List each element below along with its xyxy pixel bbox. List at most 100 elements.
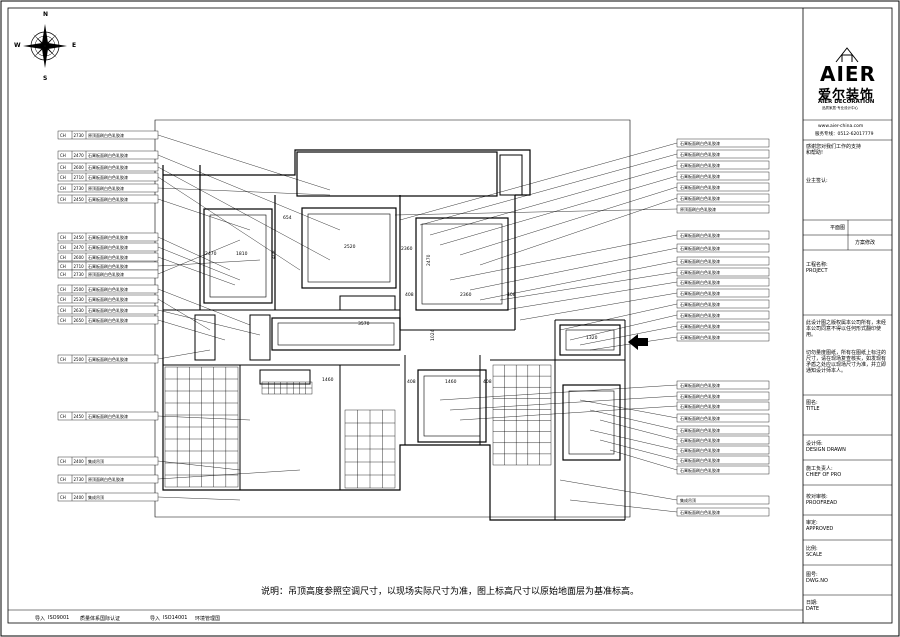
right-label: 石膏板面刷白色乳胶漆 — [676, 401, 770, 411]
left-label-height: 2500 — [74, 357, 85, 362]
right-label: 石膏板面刷白色乳胶漆 — [676, 138, 770, 148]
left-label-code: CH — [60, 459, 66, 464]
tb-approved-cn: 审定: — [806, 520, 818, 526]
footer-quality-cert: 质量体系国际认证 — [80, 616, 121, 622]
left-label-code: CH — [60, 255, 66, 260]
right-label: 石膏板面刷白色乳胶漆 — [676, 171, 770, 181]
right-label: 石膏板面刷白色乳胶漆 — [676, 193, 770, 203]
right-label-text: 石膏板面刷白色乳胶漆 — [680, 427, 720, 433]
left-label-height: 2600 — [74, 165, 85, 170]
left-label-text: 石膏板面刷白色乳胶漆 — [88, 244, 128, 250]
left-label-height: 2710 — [74, 264, 85, 269]
left-label-code: CH — [60, 175, 66, 180]
dimension-text: 654 — [283, 215, 292, 221]
left-label-height: 2450 — [74, 197, 85, 202]
left-label-text: 原顶面刷白色乳胶漆 — [88, 271, 124, 277]
left-label-code: CH — [60, 318, 66, 323]
left-label-code: CH — [60, 272, 66, 277]
compass-n: N — [43, 11, 49, 18]
right-label-text: 石膏板面刷白色乳胶漆 — [680, 312, 720, 318]
tb-title-en: TITLE — [806, 406, 820, 412]
left-label-height: 2450 — [74, 235, 85, 240]
dimension-text: 1320 — [586, 335, 598, 341]
footer-import-1: 导入 — [35, 616, 46, 622]
right-label: 石膏板面刷白色乳胶漆 — [676, 445, 770, 455]
right-label-text: 石膏板面刷白色乳胶漆 — [680, 258, 720, 264]
right-label-text: 石膏板面刷白色乳胶漆 — [680, 279, 720, 285]
left-label-text: 石膏板面刷白色乳胶漆 — [88, 234, 128, 240]
left-label-height: 2730 — [74, 477, 85, 482]
right-label-text: 石膏板面刷白色乳胶漆 — [680, 269, 720, 275]
right-label: 石膏板面刷白色乳胶漆 — [676, 413, 770, 423]
left-label-text: 原顶面刷白色乳胶漆 — [88, 476, 124, 482]
right-label-text: 石膏板面刷白色乳胶漆 — [680, 301, 720, 307]
dimension-text: 2360 — [401, 246, 413, 252]
right-label: 石膏板面刷白色乳胶漆 — [676, 425, 770, 435]
tb-scale-cn: 比例: — [806, 546, 818, 552]
left-label-height: 2730 — [74, 133, 85, 138]
right-label-text: 石膏板面刷白色乳胶漆 — [680, 415, 720, 421]
right-label-text: 石膏板面刷白色乳胶漆 — [680, 162, 720, 168]
right-label: 石膏板面刷白色乳胶漆 — [676, 230, 770, 240]
right-label: 石膏板面刷白色乳胶漆 — [676, 332, 770, 342]
tb-chief-cn: 施工负责人: — [806, 466, 833, 472]
dimension-text: 1810 — [236, 251, 248, 257]
right-label-text: 石膏板面刷白色乳胶漆 — [680, 457, 720, 463]
left-label-code: CH — [60, 308, 66, 313]
right-label-text: 石膏板面刷白色乳胶漆 — [680, 403, 720, 409]
grid-ceilings — [164, 364, 552, 489]
left-label-height: 2710 — [74, 175, 85, 180]
left-label-text: 石膏板面刷白色乳胶漆 — [88, 196, 128, 202]
left-label-text: 集成吊顶 — [88, 458, 104, 464]
tb-designer-en: DESIGN DRAWN — [806, 447, 846, 453]
tb-chief-en: CHIEF OF PRO — [806, 472, 842, 478]
left-label-height: 2650 — [74, 318, 85, 323]
compass-s: S — [43, 75, 48, 82]
right-label: 石膏板面刷白色乳胶漆 — [676, 380, 770, 390]
right-label-text: 石膏板面刷白色乳胶漆 — [680, 245, 720, 251]
tb-drawing: 平面图 — [830, 225, 846, 231]
right-label: 集成吊顶 — [676, 495, 770, 505]
right-label: 石膏板面刷白色乳胶漆 — [676, 182, 770, 192]
left-label-text: 石膏板面刷白色乳胶漆 — [88, 164, 128, 170]
left-label-text: 石膏板面刷白色乳胶漆 — [88, 254, 128, 260]
right-label: 原顶面刷白色乳胶漆 — [676, 204, 770, 214]
left-label-text: 石膏板面刷白色乳胶漆 — [88, 286, 128, 292]
right-label-text: 石膏板面刷白色乳胶漆 — [680, 467, 720, 473]
tb-project-en: PROJECT — [806, 268, 828, 274]
tb-date-en: DATE — [806, 606, 820, 612]
right-label: 石膏板面刷白色乳胶漆 — [676, 321, 770, 331]
left-label-height: 2730 — [74, 186, 85, 191]
right-label: 石膏板面刷白色乳胶漆 — [676, 465, 770, 475]
dimension-text: 2360 — [460, 292, 472, 298]
brand-name-cn: 爱尔装饰 — [818, 88, 875, 103]
right-label-text: 石膏板面刷白色乳胶漆 — [680, 437, 720, 443]
tb-owner: 业主签认: — [806, 178, 828, 184]
right-label-text: 集成吊顶 — [680, 497, 696, 503]
ceiling-panels — [194, 207, 621, 461]
leader-lines — [157, 134, 678, 513]
left-label-code: CH — [60, 186, 66, 191]
left-label-text: 石膏板面刷白色乳胶漆 — [88, 174, 128, 180]
dimension-text: 408 — [407, 379, 416, 385]
dimension-text: 408 — [483, 379, 492, 385]
left-label-code: CH — [60, 153, 66, 158]
building-walls — [154, 119, 631, 521]
drawing-note: 说明：吊顶高度参照空调尺寸，以现场实际尺寸为准，图上标高尺寸以原始地面层为基准标… — [260, 587, 639, 597]
right-label-text: 石膏板面刷白色乳胶漆 — [680, 290, 720, 296]
